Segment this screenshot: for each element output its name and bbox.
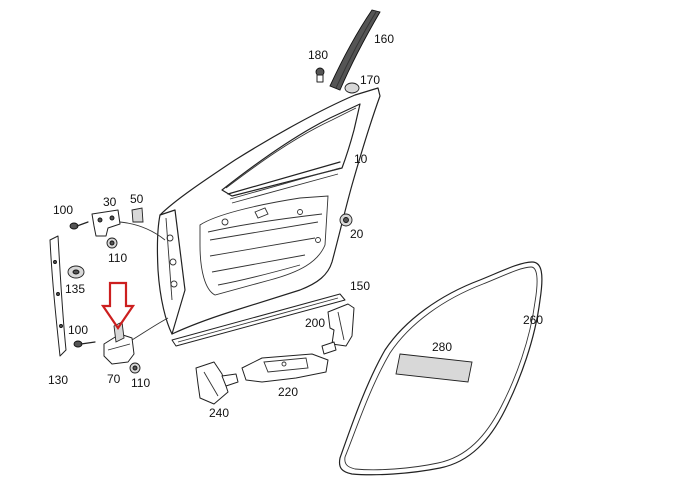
nut-part-110-upper	[106, 237, 118, 249]
bracket-part-240	[195, 361, 239, 405]
label-240: 240	[209, 406, 229, 420]
label-220: 220	[278, 385, 298, 399]
label-180: 180	[308, 48, 328, 62]
grommet-part-20	[339, 213, 353, 227]
pillar-trim-part-130	[49, 235, 67, 357]
bracket-part-200	[321, 303, 355, 355]
label-280: 280	[432, 340, 452, 354]
label-70: 70	[107, 372, 121, 386]
highlight-arrow-icon	[100, 281, 136, 330]
label-110b: 110	[131, 376, 150, 390]
sill-strip-part-150	[171, 293, 346, 347]
label-100b: 100	[68, 323, 88, 337]
label-150: 150	[350, 279, 370, 293]
label-30: 30	[103, 195, 117, 209]
label-20: 20	[350, 227, 364, 241]
door-shell-part-10	[156, 87, 381, 335]
label-170: 170	[360, 73, 380, 87]
grommet-part-135	[67, 265, 85, 279]
label-260: 260	[523, 313, 543, 327]
nut-part-110-lower	[129, 362, 141, 374]
label-135: 135	[65, 282, 85, 296]
label-100a: 100	[53, 203, 73, 217]
bolt-part-100-lower	[73, 340, 96, 348]
door-seal-part-260	[338, 261, 543, 476]
screw-part-180	[315, 67, 325, 83]
label-200: 200	[305, 316, 325, 330]
bracket-part-220	[241, 353, 329, 383]
plug-part-170	[344, 82, 360, 94]
label-10: 10	[354, 152, 368, 166]
hinge-connector-line-upper	[119, 221, 166, 241]
cap-part-50	[131, 207, 144, 223]
bolt-part-100-upper	[69, 221, 89, 230]
label-plate-part-280	[395, 353, 473, 383]
hinge-connector-line-lower	[131, 317, 169, 341]
label-130: 130	[48, 373, 68, 387]
label-50: 50	[130, 192, 144, 206]
hinge-part-30	[91, 209, 121, 237]
label-110a: 110	[108, 251, 127, 265]
window-channel-part-160	[329, 9, 381, 91]
label-160: 160	[374, 32, 394, 46]
